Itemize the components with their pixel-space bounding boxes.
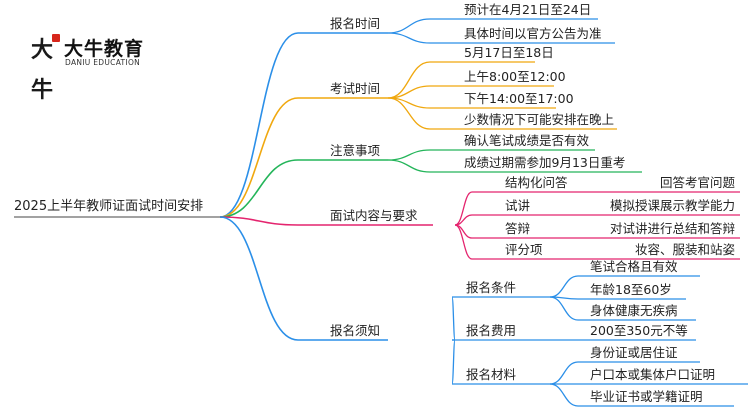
branch-4: 报名须知 xyxy=(330,323,380,338)
leaf-3-2-0: 对试讲进行总结和答辩 xyxy=(610,221,735,236)
sub-4-1: 报名费用 xyxy=(466,323,516,338)
leaf-4-2-0: 身份证或居住证 xyxy=(590,345,678,360)
sub-4-0: 报名条件 xyxy=(466,280,516,295)
leaf-1-1: 上午8:00至12:00 xyxy=(464,69,566,84)
mindmap-nodes: 2025上半年教师证面试时间安排 报名时间 预计在4月21日至24日具体时间以官方公… xyxy=(14,2,735,404)
edge-leaf-1-0 xyxy=(387,61,431,99)
leaf-3-3-0: 妆容、服装和站姿 xyxy=(635,242,735,257)
leaf-1-3: 少数情况下可能安排在晚上 xyxy=(464,112,614,127)
leaf-1-0: 5月17日至18日 xyxy=(464,45,554,60)
branch-0: 报名时间 xyxy=(330,16,380,31)
edge-branch-1 xyxy=(219,97,299,218)
edge-leaf-4-0-0 xyxy=(549,275,579,298)
logo-mark-icon: 大牛 xyxy=(22,30,62,103)
leaf-4-2-1: 户口本或集体户口证明 xyxy=(590,367,715,382)
sub-4-2: 报名材料 xyxy=(466,367,517,382)
edge-leaf-2-0 xyxy=(387,149,431,161)
branch-2: 注意事项 xyxy=(330,143,380,158)
logo-name: 大牛教育 xyxy=(64,38,145,60)
leaf-1-2: 下午14:00至17:00 xyxy=(464,91,574,106)
root-node: 2025上半年教师证面试时间安排 xyxy=(14,198,203,214)
leaf-0-0: 预计在4月21日至24日 xyxy=(464,2,591,17)
mindmap-edges xyxy=(14,18,748,407)
branch-3: 面试内容与要求 xyxy=(330,208,418,223)
leaf-4-0-1: 年龄18至60岁 xyxy=(590,282,672,297)
sub-3-0: 结构化问答 xyxy=(505,175,568,190)
logo-seal-icon xyxy=(52,34,60,42)
sub-3-3: 评分项 xyxy=(505,242,543,257)
leaf-2-1: 成绩过期需参加9月13日重考 xyxy=(464,155,625,170)
leaf-2-0: 确认笔试成绩是否有效 xyxy=(464,133,590,148)
edge-sub-4-0 xyxy=(451,296,456,341)
edge-leaf-4-2-2 xyxy=(549,383,579,407)
edge-leaf-0-1 xyxy=(387,32,431,44)
leaf-0-1: 具体时间以官方公告为准 xyxy=(464,26,602,41)
logo-name-en: DANIU EDUCATION xyxy=(65,58,141,67)
leaf-3-0-0: 回答考官问题 xyxy=(660,175,736,190)
edge-branch-0 xyxy=(219,32,299,218)
leaf-4-2-2: 毕业证书或学籍证明 xyxy=(590,389,703,404)
edge-sub-3-0 xyxy=(454,191,473,226)
leaf-4-0-0: 笔试合格且有效 xyxy=(590,259,678,274)
edge-branch-4 xyxy=(219,216,299,341)
edge-branch-3 xyxy=(219,216,299,226)
branch-1: 考试时间 xyxy=(330,81,380,96)
edge-sub-3-3 xyxy=(454,224,473,260)
sub-3-2: 答辩 xyxy=(505,221,530,236)
sub-3-1: 试讲 xyxy=(505,198,530,213)
edge-leaf-1-3 xyxy=(387,97,431,130)
edge-sub-4-2 xyxy=(451,339,456,385)
edge-leaf-4-2-0 xyxy=(549,361,579,385)
edge-leaf-4-0-2 xyxy=(549,296,579,321)
leaf-4-0-2: 身体健康无疾病 xyxy=(590,303,678,318)
edge-branch-2 xyxy=(219,159,299,218)
logo: 大牛 大牛教育 DANIU EDUCATION xyxy=(22,30,182,103)
leaf-4-1-0: 200至350元不等 xyxy=(590,323,688,338)
edge-leaf-0-0 xyxy=(387,18,431,34)
leaf-3-1-0: 模拟授课展示教学能力 xyxy=(610,198,735,213)
edge-leaf-2-1 xyxy=(387,159,431,173)
